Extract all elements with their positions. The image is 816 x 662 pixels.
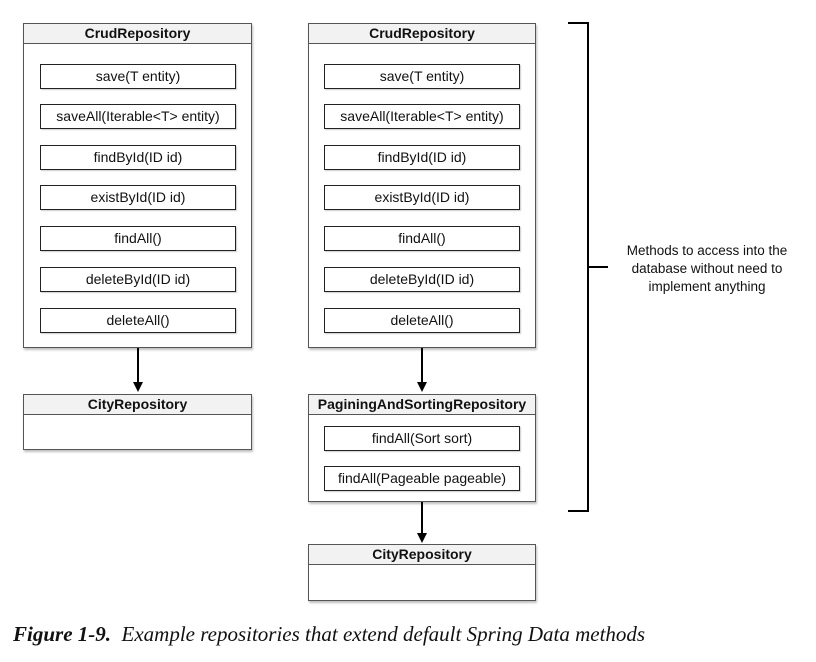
figure-caption-label: Figure 1-9. (13, 622, 112, 646)
crud-repository-right-title: CrudRepository (309, 24, 535, 44)
method-save: save(T entity) (40, 64, 236, 89)
method-delete-by-id: deleteById(ID id) (324, 267, 520, 292)
method-find-by-id: findById(ID id) (324, 145, 520, 170)
method-find-by-id: findById(ID id) (40, 145, 236, 170)
method-save-all: saveAll(Iterable<T> entity) (40, 104, 236, 129)
figure-caption-text: Example repositories that extend default… (121, 622, 646, 646)
method-find-all: findAll() (40, 226, 236, 251)
method-delete-all: deleteAll() (324, 308, 520, 333)
city-repository-right: CityRepository (308, 544, 536, 601)
method-find-all-sort: findAll(Sort sort) (324, 426, 520, 451)
crud-repository-left: CrudRepository save(T entity) saveAll(It… (23, 23, 252, 348)
right-bracket (568, 22, 589, 512)
bracket-note: Methods to access into the database with… (626, 243, 788, 294)
method-exist-by-id: existById(ID id) (324, 185, 520, 210)
paging-and-sorting-repository-title: PaginingAndSortingRepository (309, 395, 535, 415)
crud-repository-right: CrudRepository save(T entity) saveAll(It… (308, 23, 536, 348)
paging-and-sorting-repository: PaginingAndSortingRepository findAll(Sor… (308, 394, 536, 502)
method-delete-all: deleteAll() (40, 308, 236, 333)
city-repository-left: CityRepository (23, 394, 252, 450)
city-repository-right-title: CityRepository (309, 545, 535, 565)
method-save-all: saveAll(Iterable<T> entity) (324, 104, 520, 129)
method-find-all-pageable: findAll(Pageable pageable) (324, 466, 520, 491)
city-repository-left-title: CityRepository (24, 395, 251, 415)
method-delete-by-id: deleteById(ID id) (40, 267, 236, 292)
crud-repository-left-title: CrudRepository (24, 24, 251, 44)
method-save: save(T entity) (324, 64, 520, 89)
method-find-all: findAll() (324, 226, 520, 251)
method-exist-by-id: existById(ID id) (40, 185, 236, 210)
figure-caption: Figure 1-9. Example repositories that ex… (13, 622, 645, 647)
